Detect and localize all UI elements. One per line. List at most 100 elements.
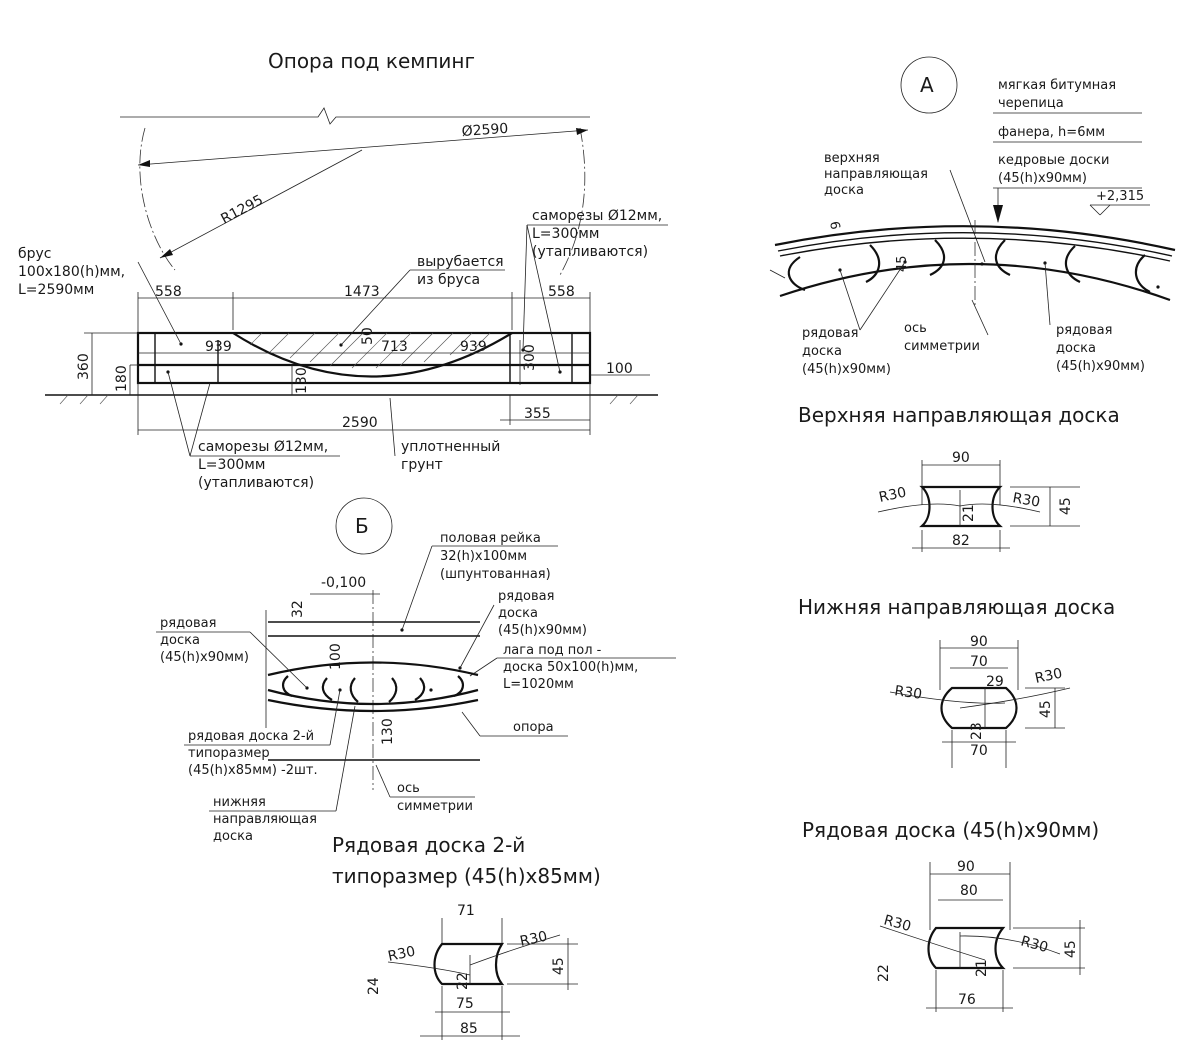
label-beam-2: 100х180(h)мм, xyxy=(18,264,125,280)
title-row-board-2-line2: типоразмер (45(h)x85мм) xyxy=(332,864,601,888)
lb-dim-70-top: 70 xyxy=(970,654,988,670)
dim-713: 713 xyxy=(381,339,408,355)
rb-dim-80: 80 xyxy=(960,883,978,899)
dim-1473: 1473 xyxy=(344,284,380,300)
rb2-dim-75: 75 xyxy=(456,996,474,1012)
rb2-dim-85: 85 xyxy=(460,1021,478,1037)
label-roof-2: черепица xyxy=(998,96,1064,111)
title-upper-board: Верхняя направляющая доска xyxy=(798,403,1120,427)
dim-130-b: 130 xyxy=(380,718,396,745)
dim-180: 180 xyxy=(114,365,130,392)
dim-6: 6 xyxy=(826,220,842,231)
label-soil-2: грунт xyxy=(401,457,443,473)
title-main: Опора под кемпинг xyxy=(268,49,475,73)
rb-dim-22: 22 xyxy=(876,964,892,982)
level-plus: +2,315 xyxy=(1096,189,1144,204)
dim-939-left: 939 xyxy=(205,339,232,355)
dim-360: 360 xyxy=(76,353,92,380)
ub-dim-82: 82 xyxy=(952,533,970,549)
ub-dim-90: 90 xyxy=(952,450,970,466)
ub-r-right: R30 xyxy=(1011,490,1041,511)
row-board-2-profile: 71 R30 R30 22 24 45 75 85 xyxy=(366,903,578,1040)
label-screw-top-1: саморезы Ø12мм, xyxy=(532,208,662,224)
label-axis-b-1: ось xyxy=(397,781,420,796)
callout-b: Б xyxy=(355,514,369,538)
upper-board-profile: 90 21 R30 R30 45 82 xyxy=(878,450,1080,552)
label-row-b-right-2: доска xyxy=(498,606,538,621)
dim-300: 300 xyxy=(522,344,538,371)
label-row2-1: рядовая доска 2-й xyxy=(188,729,314,744)
callout-a-circle xyxy=(900,56,958,114)
label-cedar-1: кедровые доски xyxy=(998,153,1110,168)
label-support-b: опора xyxy=(513,720,554,735)
label-axis-a-1: ось xyxy=(904,321,927,336)
label-beam-1: брус xyxy=(18,246,52,262)
label-row-left-1: рядовая xyxy=(802,326,858,341)
callout-b-circle xyxy=(335,497,393,555)
lb-dim-29: 29 xyxy=(986,674,1004,690)
lb-r-left: R30 xyxy=(893,683,923,703)
label-lower-2: направляющая xyxy=(213,812,317,827)
label-row-b-right-1: рядовая xyxy=(498,589,554,604)
level-minus: -0,100 xyxy=(321,575,366,591)
dim-100-b: 100 xyxy=(328,643,344,670)
rb2-dim-71: 71 xyxy=(457,903,475,919)
label-floor-2: 32(h)х100мм xyxy=(440,549,527,564)
lb-dim-45: 45 xyxy=(1038,700,1054,718)
dim-45-a: 45 xyxy=(895,255,910,272)
label-top-board-3: доска xyxy=(824,183,864,198)
rb-r-right: R30 xyxy=(1019,933,1050,956)
lb-dim-70-bot: 70 xyxy=(970,743,988,759)
lower-board-profile: 90 70 R30 R30 29 23 45 70 xyxy=(889,634,1071,768)
label-screw-bot-2: L=300мм xyxy=(198,457,265,473)
label-roof-1: мягкая битумная xyxy=(998,78,1116,93)
label-cut-2: из бруса xyxy=(417,272,480,288)
label-row-b-left-2: доска xyxy=(160,633,200,648)
label-screw-bot-3: (утапливаются) xyxy=(198,475,314,491)
rb-r-left: R30 xyxy=(882,912,913,935)
label-screw-top-2: L=300мм xyxy=(532,226,599,242)
dim-939-right: 939 xyxy=(460,339,487,355)
label-screw-top-3: (утапливаются) xyxy=(532,244,648,260)
dim-diameter: Ø2590 xyxy=(461,121,509,140)
rb-dim-45: 45 xyxy=(1063,940,1079,958)
support-drawing: Ø2590 R1295 558 1473 558 xyxy=(18,107,668,491)
title-row-board-2-line1: Рядовая доска 2-й xyxy=(332,833,525,857)
dim-100: 100 xyxy=(606,361,633,377)
detail-b: Б -0,100 32 100 130 половая рейка 32(h)х… xyxy=(156,497,676,844)
label-row2-3: (45(h)x85мм) -2шт. xyxy=(188,763,318,778)
rb2-dim-22: 22 xyxy=(455,972,471,990)
row-board-profile: 90 80 R30 R30 21 22 45 76 xyxy=(876,859,1085,1012)
label-joist-1: лага под пол - xyxy=(503,643,602,658)
label-floor-1: половая рейка xyxy=(440,531,541,546)
title-lower-board: Нижняя направляющая доска xyxy=(798,595,1115,619)
label-row2-2: типоразмер xyxy=(188,746,270,761)
dim-355: 355 xyxy=(524,406,551,422)
callout-a: А xyxy=(920,73,934,97)
dim-130: 130 xyxy=(294,367,310,394)
label-row-b-right-3: (45(h)x90мм) xyxy=(498,623,587,638)
label-beam-3: L=2590мм xyxy=(18,282,94,298)
dim-2590: 2590 xyxy=(342,415,378,431)
label-row-left-2: доска xyxy=(802,344,842,359)
rb2-dim-45: 45 xyxy=(551,957,567,975)
label-top-board-2: направляющая xyxy=(824,167,928,182)
lb-dim-90: 90 xyxy=(970,634,988,650)
dim-558-left: 558 xyxy=(155,284,182,300)
label-lower-3: доска xyxy=(213,829,253,844)
rb-dim-21: 21 xyxy=(974,959,990,977)
label-cedar-2: (45(h)x90мм) xyxy=(998,171,1087,186)
rb-dim-76: 76 xyxy=(958,992,976,1008)
label-axis-a-2: симметрии xyxy=(904,339,980,354)
title-row-board: Рядовая доска (45(h)x90мм) xyxy=(802,818,1099,842)
ub-dim-21: 21 xyxy=(961,504,977,522)
dim-32: 32 xyxy=(290,600,306,618)
label-top-board-1: верхняя xyxy=(824,151,880,166)
detail-a: А мягкая битумная черепица фанера, h=6мм… xyxy=(769,56,1176,377)
label-row-b-left-3: (45(h)x90мм) xyxy=(160,650,249,665)
label-row-right-2: доска xyxy=(1056,341,1096,356)
label-axis-b-2: симметрии xyxy=(397,799,473,814)
rb-dim-90: 90 xyxy=(957,859,975,875)
rb2-r-left: R30 xyxy=(387,944,417,965)
